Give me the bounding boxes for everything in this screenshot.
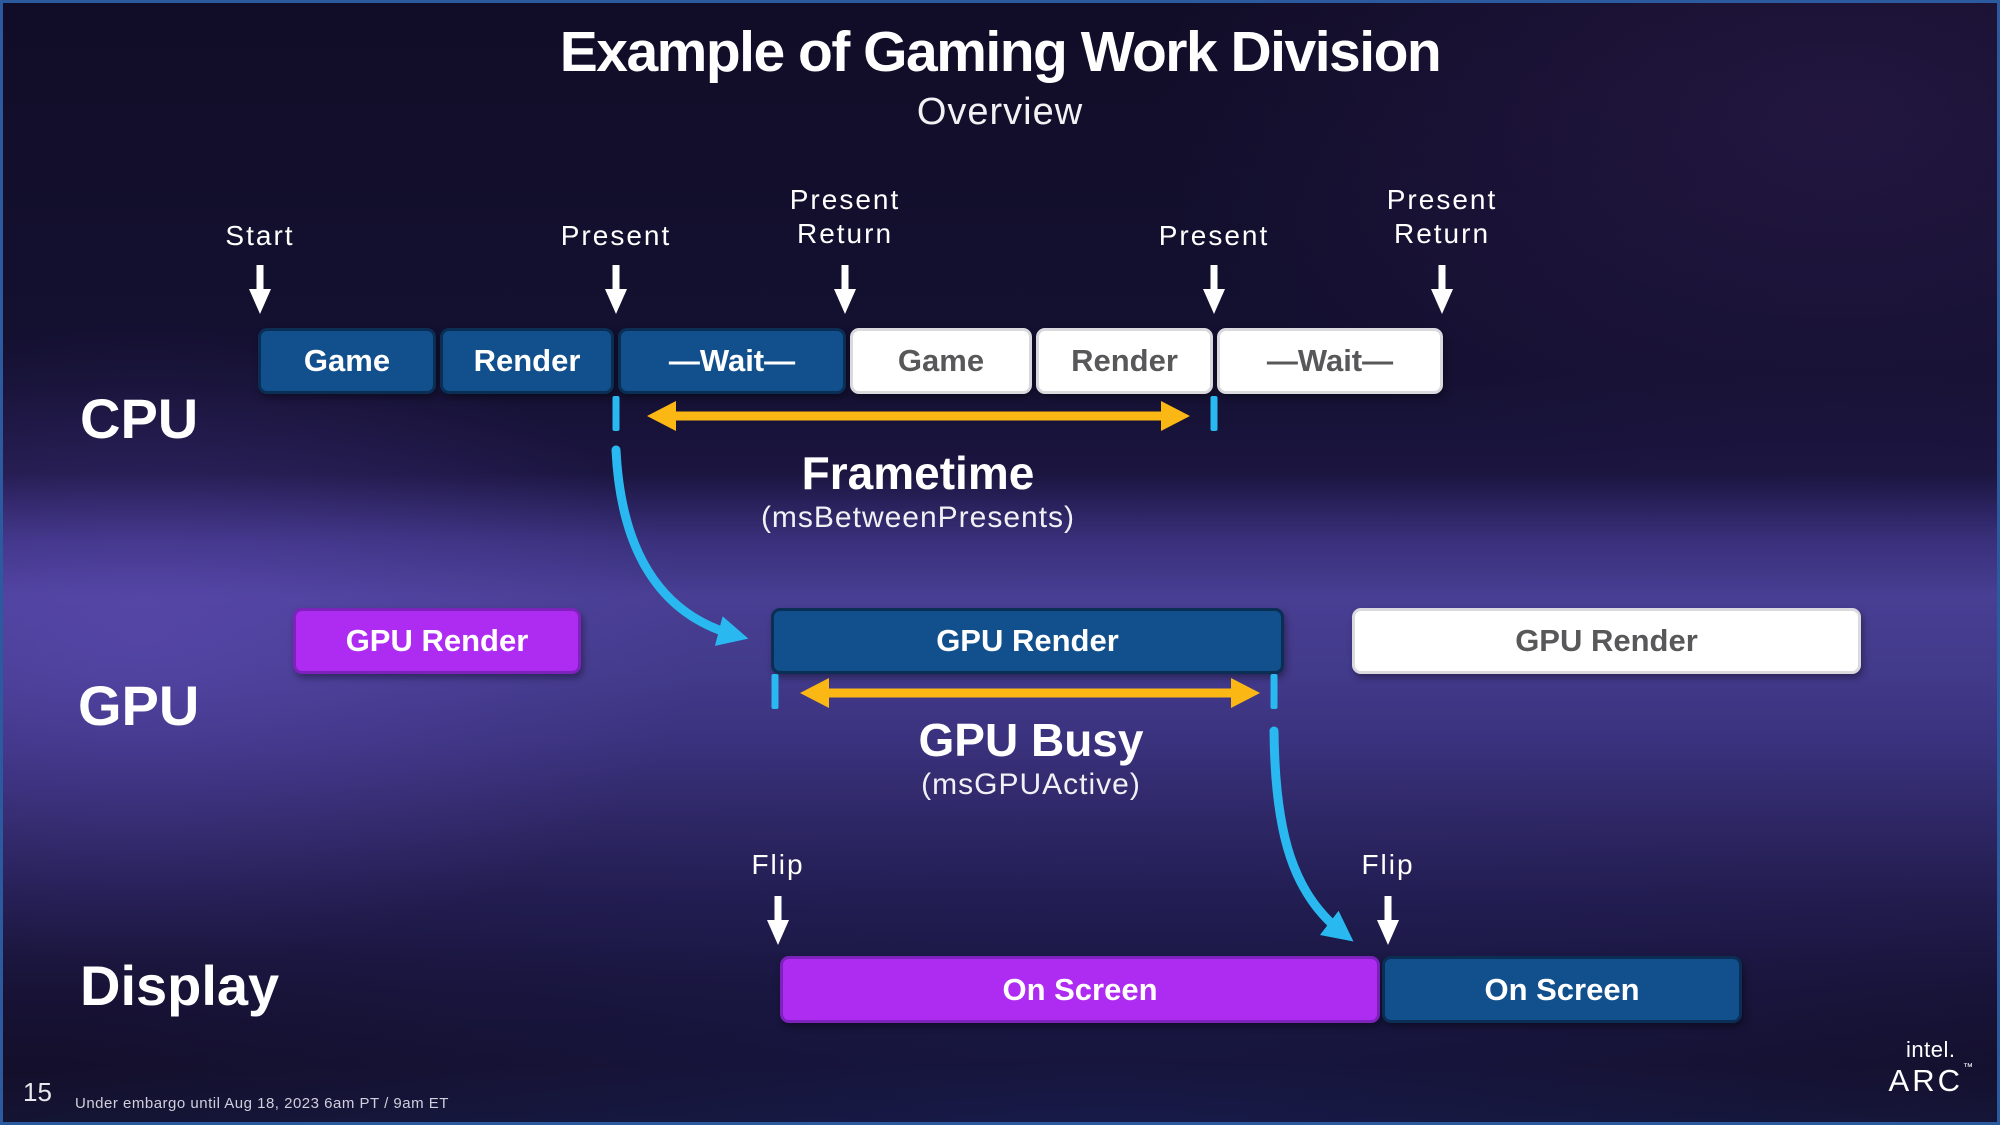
cpu-present-2-tick <box>1210 396 1218 431</box>
present-1-marker-arrow <box>605 265 627 314</box>
intel-arc-logo: intel. ARC™ <box>1888 1037 1973 1098</box>
slide-subtitle: Overview <box>916 91 1084 133</box>
display-box-onscreen-1: On Screen <box>780 956 1380 1023</box>
gpu-box-render-current: GPU Render <box>771 608 1284 674</box>
flip-2-marker-arrow <box>1377 896 1399 945</box>
cpu-box-game-2: Game <box>850 328 1032 394</box>
intel-wordmark: intel. <box>1906 1037 1956 1062</box>
cpu-box-render-2: Render <box>1036 328 1213 394</box>
gpu-busy-subtitle: (msGPUActive) <box>921 768 1141 801</box>
cpu-box-wait-1: —Wait— <box>618 328 846 394</box>
slide-title: Example of Gaming Work Division <box>559 20 1442 84</box>
cpu-present-1-tick <box>612 396 620 431</box>
gpu-busy-title: GPU Busy <box>918 714 1144 766</box>
event-label-present-1: Present <box>560 220 672 251</box>
cpu-box-wait-2: —Wait— <box>1217 328 1443 394</box>
row-label-display: Display <box>80 954 280 1017</box>
flip-label-1: Flip <box>751 849 805 880</box>
gpu-box-render-next: GPU Render <box>1352 608 1861 674</box>
cpu-box-render-1: Render <box>440 328 614 394</box>
frametime-subtitle: (msBetweenPresents) <box>760 501 1076 534</box>
frametime-span-arrow <box>647 401 1190 431</box>
arc-wordmark: ARC <box>1888 1063 1963 1098</box>
event-label-present-return-1: Present Return <box>789 184 901 250</box>
gpu-done-to-onscreen-arrow <box>1269 726 1354 942</box>
frametime-title: Frametime <box>801 447 1035 499</box>
start-marker-arrow <box>249 265 271 314</box>
flip-1-marker-arrow <box>767 896 789 945</box>
trademark-symbol: ™ <box>1963 1062 1973 1073</box>
event-label-start: Start <box>225 220 295 251</box>
gpu-box-render-prev: GPU Render <box>293 608 581 674</box>
present-return-1-marker-arrow <box>834 265 856 314</box>
page-number: 15 <box>23 1077 52 1107</box>
gpu-busy-end-tick <box>1270 674 1278 709</box>
embargo-note: Under embargo until Aug 18, 2023 6am PT … <box>75 1095 449 1112</box>
row-label-cpu: CPU <box>80 387 199 450</box>
row-label-gpu: GPU <box>78 674 200 737</box>
cpu-box-game-1: Game <box>258 328 436 394</box>
present-2-marker-arrow <box>1203 265 1225 314</box>
gpu-busy-start-tick <box>771 674 779 709</box>
present-return-2-marker-arrow <box>1431 265 1453 314</box>
gpu-busy-span-arrow <box>800 678 1260 708</box>
display-box-onscreen-2: On Screen <box>1382 956 1742 1023</box>
event-label-present-return-2: Present Return <box>1386 184 1498 250</box>
flip-label-2: Flip <box>1361 849 1415 880</box>
event-label-present-2: Present <box>1158 220 1270 251</box>
